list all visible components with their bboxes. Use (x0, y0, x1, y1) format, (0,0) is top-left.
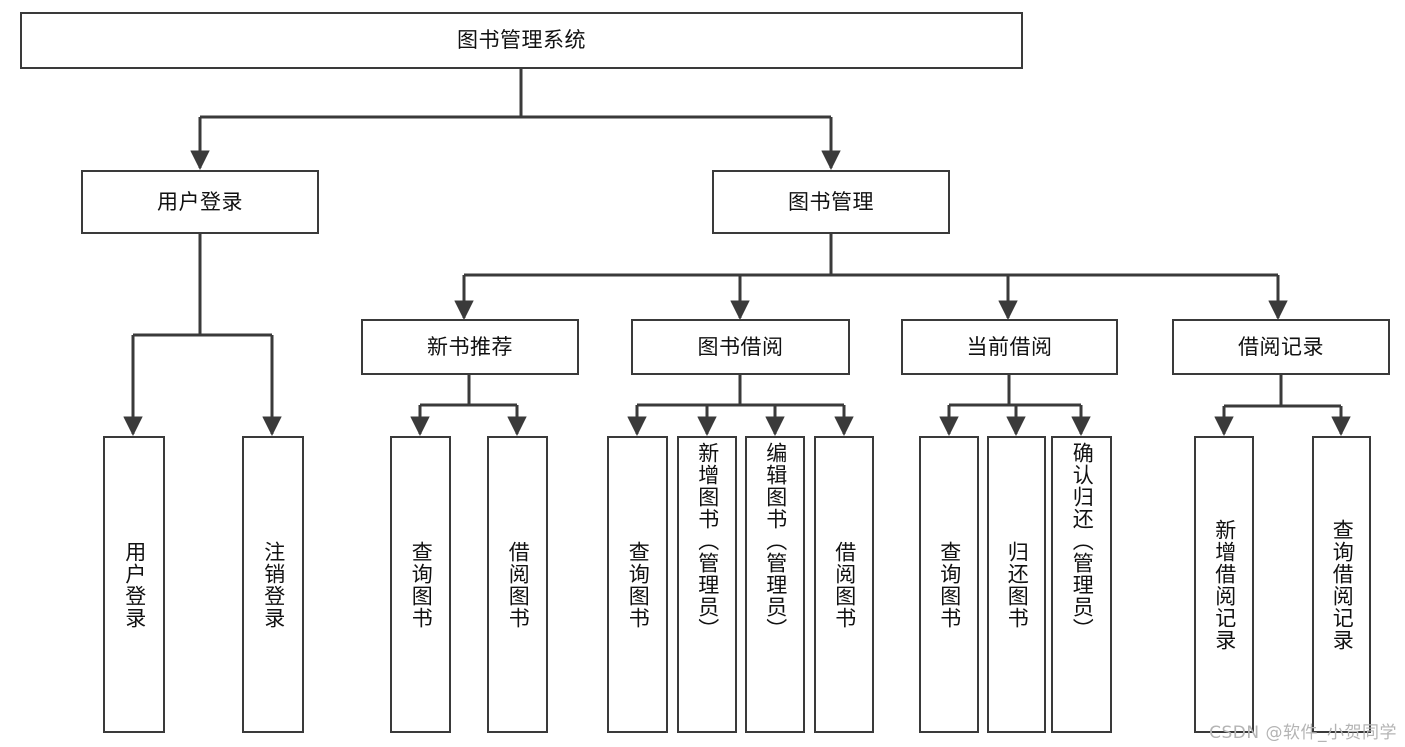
node-leaf-add-book-admin[interactable]: 新增图书（管理员） (677, 436, 737, 733)
node-leaf-query-book-3[interactable]: 查询图书 (919, 436, 979, 733)
node-leaf-add-borrow-record[interactable]: 新增借阅记录 (1194, 436, 1254, 733)
node-leaf-query-borrow-record-label: 查询借阅记录 (1330, 518, 1355, 651)
node-leaf-borrow-book-2-label: 借阅图书 (832, 540, 857, 629)
node-user-login-label: 用户登录 (157, 189, 243, 214)
node-leaf-query-book-1-label: 查询图书 (409, 540, 434, 629)
node-current-borrow-label: 当前借阅 (966, 334, 1053, 359)
node-leaf-edit-book-admin[interactable]: 编辑图书（管理员） (745, 436, 805, 733)
node-root[interactable]: 图书管理系统 (20, 12, 1023, 69)
node-new-book-recommend[interactable]: 新书推荐 (361, 319, 579, 375)
node-book-borrow-label: 图书借阅 (697, 334, 784, 359)
node-borrow-record[interactable]: 借阅记录 (1172, 319, 1390, 375)
node-leaf-confirm-return-admin-label: 确认归还（管理员） (1070, 442, 1095, 640)
node-leaf-user-login-label: 用户登录 (122, 540, 147, 629)
node-leaf-query-book-2[interactable]: 查询图书 (607, 436, 668, 733)
node-leaf-borrow-book-2[interactable]: 借阅图书 (814, 436, 874, 733)
node-book-management[interactable]: 图书管理 (712, 170, 950, 234)
node-leaf-add-book-admin-label: 新增图书（管理员） (695, 442, 720, 640)
node-book-management-label: 图书管理 (788, 189, 874, 214)
node-leaf-return-book[interactable]: 归还图书 (987, 436, 1046, 733)
node-leaf-query-borrow-record[interactable]: 查询借阅记录 (1312, 436, 1371, 733)
node-book-borrow[interactable]: 图书借阅 (631, 319, 850, 375)
node-leaf-confirm-return-admin[interactable]: 确认归还（管理员） (1051, 436, 1112, 733)
node-leaf-return-book-label: 归还图书 (1005, 540, 1030, 629)
node-leaf-borrow-book-1[interactable]: 借阅图书 (487, 436, 548, 733)
node-user-login[interactable]: 用户登录 (81, 170, 319, 234)
node-new-book-recommend-label: 新书推荐 (427, 334, 513, 359)
node-borrow-record-label: 借阅记录 (1238, 334, 1324, 359)
node-leaf-logout-label: 注销登录 (261, 540, 286, 629)
node-leaf-user-login[interactable]: 用户登录 (103, 436, 165, 733)
node-leaf-logout[interactable]: 注销登录 (242, 436, 304, 733)
node-leaf-borrow-book-1-label: 借阅图书 (506, 540, 531, 629)
node-leaf-query-book-1[interactable]: 查询图书 (390, 436, 451, 733)
node-root-label: 图书管理系统 (457, 28, 586, 53)
node-leaf-add-borrow-record-label: 新增借阅记录 (1212, 518, 1237, 651)
node-leaf-edit-book-admin-label: 编辑图书（管理员） (763, 442, 788, 640)
node-leaf-query-book-2-label: 查询图书 (626, 540, 651, 629)
node-leaf-query-book-3-label: 查询图书 (937, 540, 962, 629)
node-current-borrow[interactable]: 当前借阅 (901, 319, 1118, 375)
